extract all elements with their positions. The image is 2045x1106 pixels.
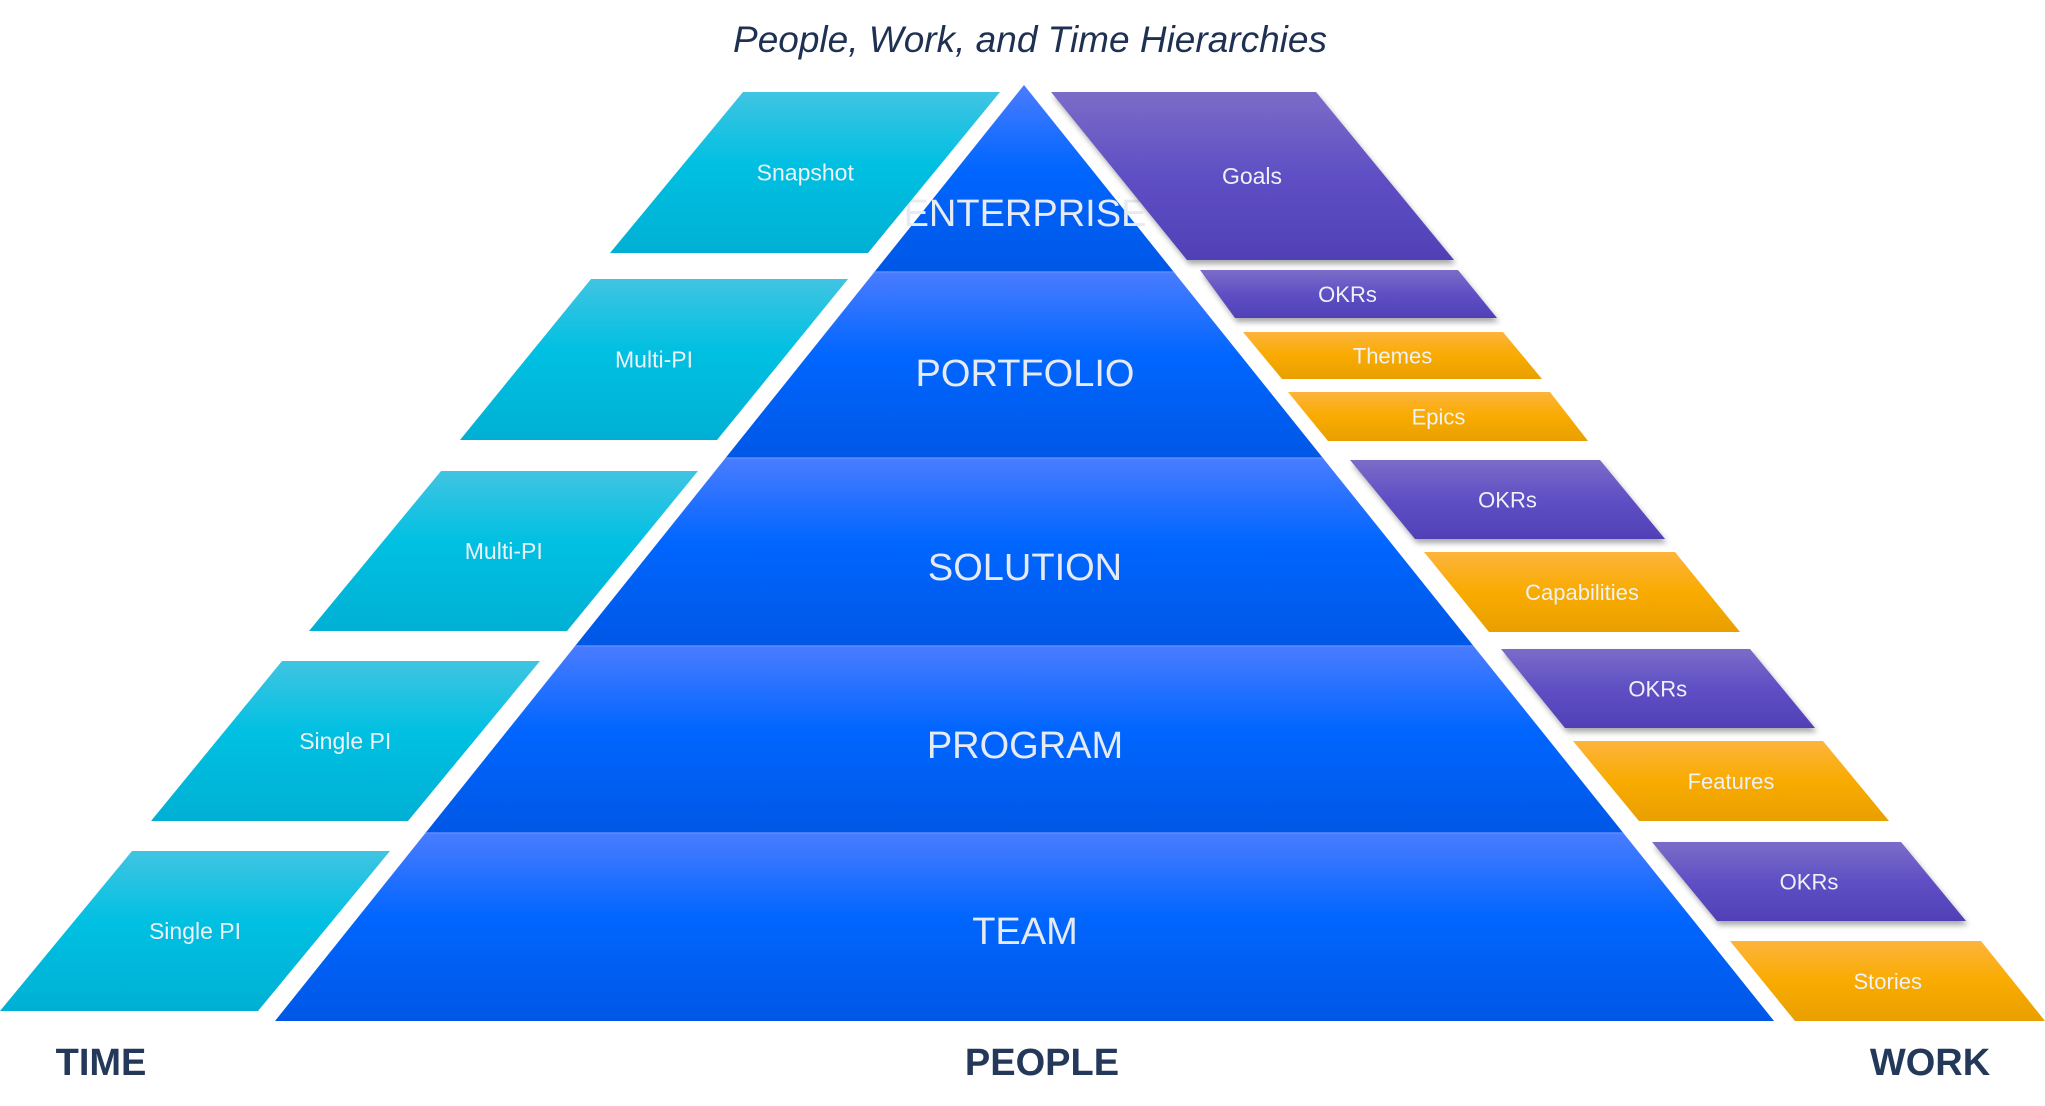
level-label-team: TEAM: [972, 911, 1078, 953]
work-item-okrs-label: OKRs: [1318, 282, 1377, 307]
level-label-enterprise: ENTERPRISE: [904, 193, 1147, 235]
pyramid-level-team: [275, 833, 1774, 1021]
work-item-epics-label: Epics: [1412, 405, 1466, 430]
time-item-snapshot-label: Snapshot: [757, 160, 855, 186]
work-item-capabilities-shape: [1424, 552, 1740, 632]
work-item-okrs-shape: [1350, 460, 1665, 539]
level-label-program: PROGRAM: [927, 725, 1123, 767]
work-item-goals: Goals: [1051, 92, 1454, 260]
work-item-goals-shape: [1051, 92, 1454, 260]
time-item-multi-pi-label: Multi-PI: [465, 538, 543, 564]
time-item-single-pi-label: Single PI: [149, 918, 241, 944]
pyramid-level-enterprise: [275, 85, 1774, 272]
work-item-features-shape: [1573, 741, 1889, 821]
work-item-stories: Stories: [1730, 941, 2045, 1021]
time-item-multi-pi: Multi-PI: [309, 471, 698, 631]
work-item-themes: Themes: [1243, 332, 1542, 379]
time-item-multi-pi-shape: [309, 471, 698, 631]
work-item-capabilities-label: Capabilities: [1525, 580, 1639, 605]
level-label-solution: SOLUTION: [928, 547, 1122, 589]
work-item-okrs-shape: [1501, 649, 1815, 728]
time-item-multi-pi: Multi-PI: [460, 279, 848, 440]
work-item-themes-shape: [1243, 332, 1542, 379]
work-item-okrs-shape: [1200, 270, 1497, 318]
diagram-title: People, Work, and Time Hierarchies: [733, 19, 1327, 60]
work-item-okrs-label: OKRs: [1478, 488, 1537, 513]
people-axis-label: PEOPLE: [965, 1042, 1119, 1084]
work-item-okrs-shape: [1652, 842, 1966, 921]
time-item-multi-pi-shape: [460, 279, 848, 440]
time-item-snapshot: Snapshot: [610, 92, 1000, 253]
time-item-single-pi-label: Single PI: [299, 728, 391, 754]
work-item-goals-label: Goals: [1222, 163, 1282, 189]
time-item-single-pi: Single PI: [0, 851, 390, 1011]
time-item-single-pi-shape: [0, 851, 390, 1011]
work-axis-label: WORK: [1870, 1042, 1991, 1084]
work-item-stories-shape: [1730, 941, 2045, 1021]
time-axis-label: TIME: [56, 1042, 147, 1084]
work-item-features: Features: [1573, 741, 1889, 821]
work-item-okrs: OKRs: [1652, 842, 1966, 921]
work-item-stories-label: Stories: [1854, 969, 1922, 994]
work-item-okrs: OKRs: [1501, 649, 1815, 728]
time-item-single-pi-shape: [151, 661, 540, 821]
work-item-features-label: Features: [1688, 769, 1775, 794]
time-item-snapshot-shape: [610, 92, 1000, 253]
work-item-epics: Epics: [1288, 392, 1588, 441]
work-item-capabilities: Capabilities: [1424, 552, 1740, 632]
work-item-okrs: OKRs: [1200, 270, 1497, 318]
work-hierarchy: GoalsOKRsThemesEpicsOKRsCapabilitiesOKRs…: [1051, 92, 2045, 1021]
work-item-epics-shape: [1288, 392, 1588, 441]
work-item-okrs-label: OKRs: [1628, 677, 1687, 702]
work-item-okrs: OKRs: [1350, 460, 1665, 539]
time-item-multi-pi-label: Multi-PI: [615, 347, 693, 373]
level-label-portfolio: PORTFOLIO: [916, 353, 1135, 395]
work-item-themes-label: Themes: [1353, 344, 1432, 369]
work-item-okrs-label: OKRs: [1780, 870, 1839, 895]
time-item-single-pi: Single PI: [151, 661, 540, 821]
